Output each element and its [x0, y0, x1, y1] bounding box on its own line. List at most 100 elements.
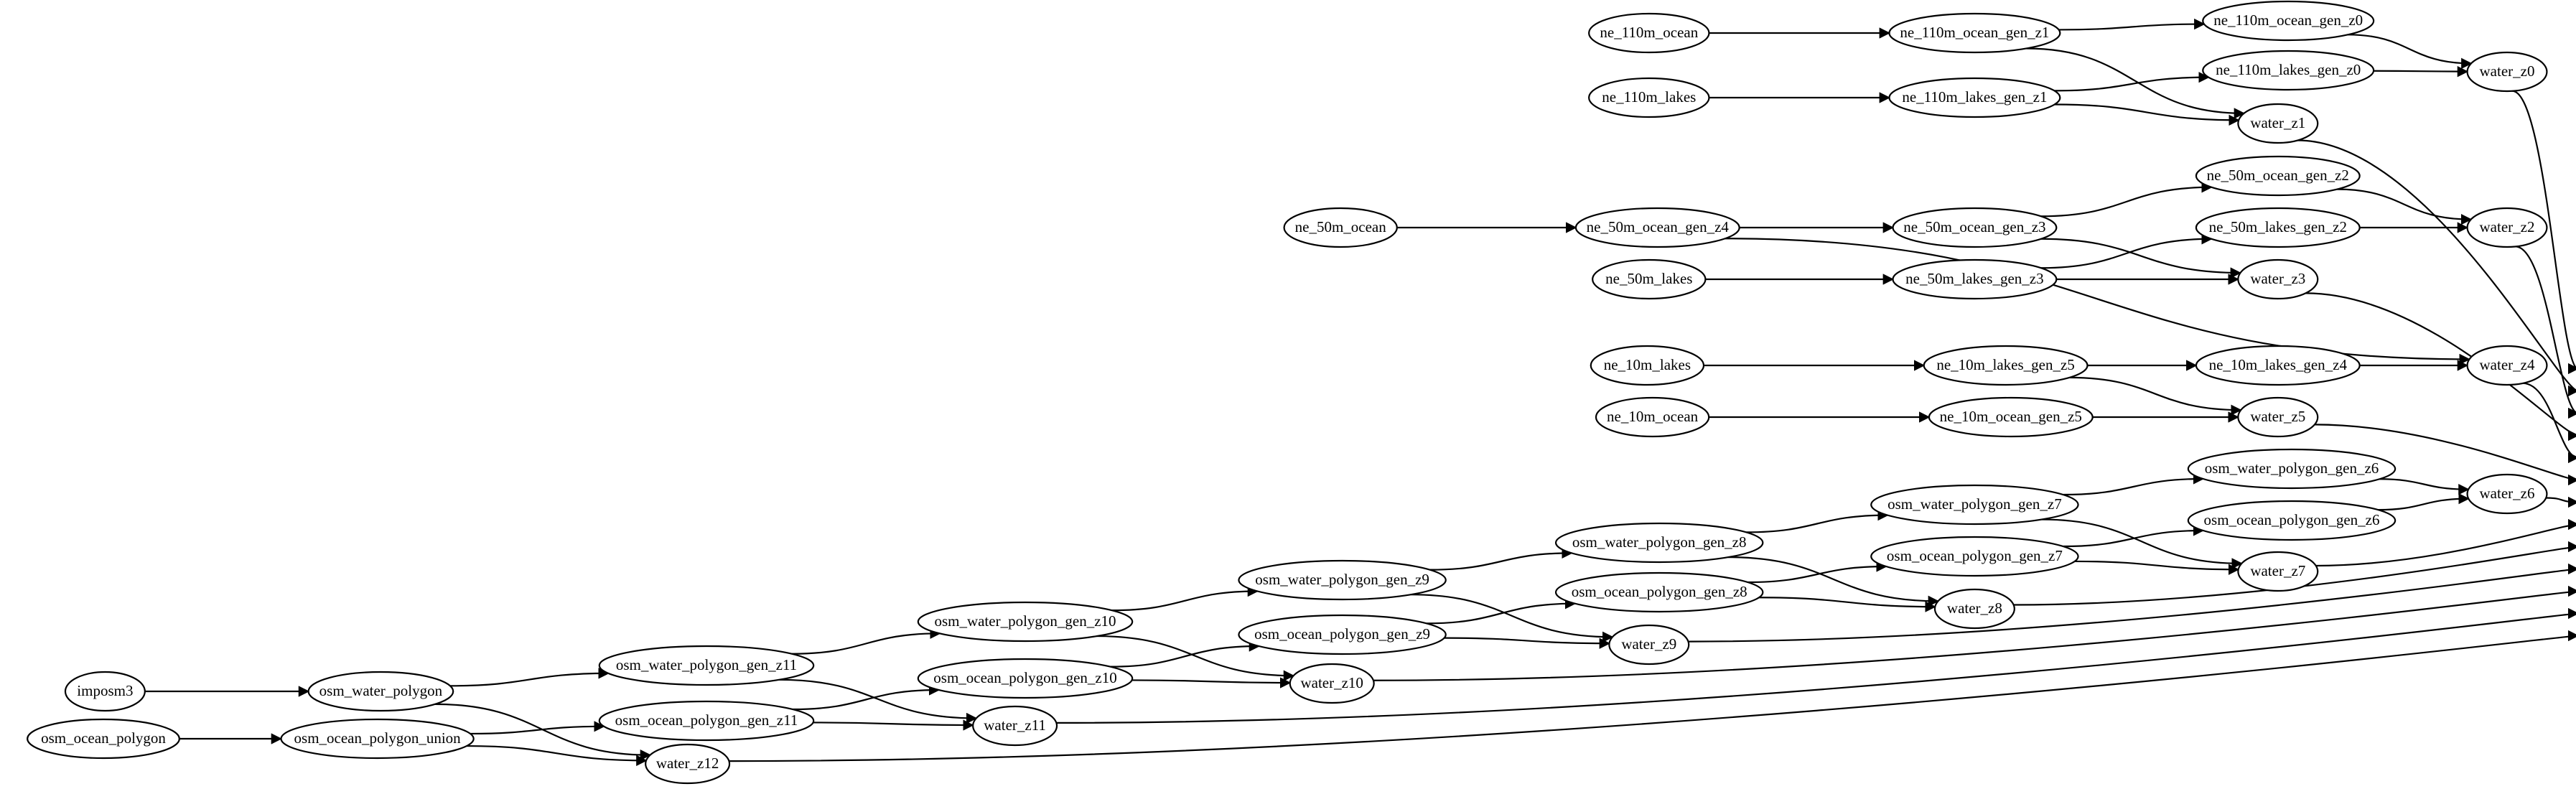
graph-node-osm_ocean_polygon_gen_z7[interactable]: osm_ocean_polygon_gen_z7	[1870, 536, 2079, 577]
graph-edge-water_z1-to-layer_water-z1	[2297, 139, 2576, 397]
graph-node-water_z2[interactable]: water_z2	[2466, 207, 2548, 248]
node-label-ne_50m_lakes_gen_z2: ne_50m_lakes_gen_z2	[2209, 218, 2347, 235]
node-label-osm_water_polygon_gen_z9: osm_water_polygon_gen_z9	[1255, 571, 1429, 588]
graph-node-water_z7[interactable]: water_z7	[2237, 551, 2319, 592]
graph-node-osm_water_polygon_gen_z11[interactable]: osm_water_polygon_gen_z11	[598, 645, 815, 686]
graph-node-water_z1[interactable]: water_z1	[2237, 103, 2319, 144]
graph-node-osm_water_polygon_gen_z7[interactable]: osm_water_polygon_gen_z7	[1870, 484, 2079, 526]
node-label-ne_110m_ocean_gen_z0: ne_110m_ocean_gen_z0	[2213, 11, 2363, 29]
node-ellipse-imposm3	[64, 671, 146, 712]
graph-edge-osm_ocean_polygon_gen_z9-to-water_z9	[1444, 637, 1611, 649]
graph-node-ne_10m_ocean[interactable]: ne_10m_ocean	[1595, 396, 1710, 438]
node-ellipse-osm_water_polygon	[307, 671, 454, 712]
graph-node-osm_water_polygon_gen_z10[interactable]: osm_water_polygon_gen_z10	[917, 601, 1134, 643]
node-label-osm_ocean_polygon_union: osm_ocean_polygon_union	[294, 729, 462, 747]
graph-edge-ne_50m_lakes_gen_z3-to-ne_50m_lakes_gen_z2	[2040, 233, 2213, 269]
graph-node-ne_10m_lakes[interactable]: ne_10m_lakes	[1590, 345, 1705, 386]
graph-edge-osm_ocean_polygon_gen_z6-to-water_z6	[2378, 492, 2470, 511]
graph-node-ne_110m_ocean_gen_z1[interactable]: ne_110m_ocean_gen_z1	[1888, 12, 2061, 54]
node-label-ne_50m_ocean_gen_z2: ne_50m_ocean_gen_z2	[2207, 167, 2349, 184]
graph-node-water_z3[interactable]: water_z3	[2237, 258, 2319, 300]
graph-node-ne_50m_ocean_gen_z2[interactable]: ne_50m_ocean_gen_z2	[2195, 155, 2361, 197]
graph-edge-osm_ocean_polygon_gen_z8-to-osm_ocean_polygon_gen_z7	[1747, 561, 1887, 584]
graph-node-water_z8[interactable]: water_z8	[1933, 588, 2015, 630]
graph-node-osm_water_polygon[interactable]: osm_water_polygon	[307, 671, 454, 712]
node-label-osm_ocean_polygon_gen_z7: osm_ocean_polygon_gen_z7	[1887, 547, 2063, 564]
graph-node-osm_ocean_polygon_union[interactable]: osm_ocean_polygon_union	[280, 718, 475, 760]
graph-node-water_z5[interactable]: water_z5	[2237, 396, 2319, 438]
node-label-water_z10: water_z10	[1300, 674, 1363, 691]
graph-node-ne_10m_lakes_gen_z4[interactable]: ne_10m_lakes_gen_z4	[2195, 345, 2361, 386]
graph-node-water_z4[interactable]: water_z4	[2466, 345, 2548, 386]
graph-node-water_z6[interactable]: water_z6	[2466, 473, 2548, 515]
node-label-water_z2: water_z2	[2480, 218, 2535, 235]
node-label-osm_water_polygon_gen_z6: osm_water_polygon_gen_z6	[2205, 459, 2379, 477]
graph-node-osm_water_polygon_gen_z8[interactable]: osm_water_polygon_gen_z8	[1554, 522, 1764, 564]
graph-edge-ne_10m_lakes_gen_z5-to-water_z5	[2069, 376, 2242, 416]
graph-edge-osm_ocean_polygon_gen_z10-to-osm_ocean_polygon_gen_z9	[1110, 640, 1261, 668]
node-label-osm_water_polygon_gen_z8: osm_water_polygon_gen_z8	[1572, 533, 1747, 551]
graph-edge-osm_ocean_polygon_gen_z7-to-water_z7	[2074, 560, 2240, 575]
graph-edge-water_z4-to-layer_water-z4	[2522, 382, 2576, 464]
graph-node-osm_ocean_polygon[interactable]: osm_ocean_polygon	[27, 718, 180, 760]
node-label-osm_water_polygon_gen_z10: osm_water_polygon_gen_z10	[934, 612, 1116, 630]
node-ellipse-water_z11	[972, 705, 1058, 747]
node-label-osm_ocean_polygon_gen_z8: osm_ocean_polygon_gen_z8	[1572, 583, 1747, 600]
graph-node-osm_water_polygon_gen_z6[interactable]: osm_water_polygon_gen_z6	[2187, 448, 2397, 490]
graph-node-osm_ocean_polygon_gen_z6[interactable]: osm_ocean_polygon_gen_z6	[2187, 500, 2397, 541]
node-ellipse-ne_10m_ocean_gen_z5	[1928, 396, 2094, 438]
node-label-osm_water_polygon_gen_z7: osm_water_polygon_gen_z7	[1887, 495, 2062, 513]
node-ellipse-water_z7	[2237, 551, 2319, 592]
graph-node-water_z10[interactable]: water_z10	[1289, 663, 1375, 704]
graph-node-osm_water_polygon_gen_z9[interactable]: osm_water_polygon_gen_z9	[1238, 559, 1447, 601]
node-label-ne_50m_lakes_gen_z3: ne_50m_lakes_gen_z3	[1905, 270, 2043, 287]
node-ellipse-osm_water_polygon_gen_z8	[1554, 522, 1764, 564]
graph-node-water_z0[interactable]: water_z0	[2466, 51, 2548, 93]
graph-node-osm_ocean_polygon_gen_z8[interactable]: osm_ocean_polygon_gen_z8	[1554, 571, 1764, 613]
graph-edge-osm_water_polygon_gen_z9-to-water_z9	[1411, 594, 1614, 643]
graph-edge-water_z6-to-layer_water-z6	[2546, 496, 2576, 508]
node-label-water_z6: water_z6	[2480, 485, 2535, 502]
graph-node-ne_50m_lakes[interactable]: ne_50m_lakes	[1592, 258, 1707, 300]
graph-node-ne_110m_lakes[interactable]: ne_110m_lakes	[1588, 77, 1710, 118]
graph-node-ne_50m_lakes_gen_z2[interactable]: ne_50m_lakes_gen_z2	[2195, 207, 2361, 248]
node-label-ne_10m_lakes_gen_z4: ne_10m_lakes_gen_z4	[2209, 356, 2348, 373]
node-label-water_z0: water_z0	[2480, 62, 2535, 80]
graph-edge-water_z12-to-layer_water-z12+	[729, 630, 2576, 762]
graph-node-ne_10m_ocean_gen_z5[interactable]: ne_10m_ocean_gen_z5	[1928, 396, 2094, 438]
graph-edge-osm_water_polygon_gen_z8-to-water_z8	[1728, 556, 1940, 607]
graph-node-osm_ocean_polygon_gen_z9[interactable]: osm_ocean_polygon_gen_z9	[1238, 614, 1447, 655]
node-ellipse-ne_50m_ocean_gen_z3	[1892, 207, 2058, 248]
graph-node-ne_50m_lakes_gen_z3[interactable]: ne_50m_lakes_gen_z3	[1892, 258, 2058, 300]
node-label-ne_110m_lakes_gen_z1: ne_110m_lakes_gen_z1	[1902, 88, 2047, 106]
graph-node-imposm3[interactable]: imposm3	[64, 671, 146, 712]
graph-node-ne_110m_ocean[interactable]: ne_110m_ocean	[1588, 12, 1710, 54]
node-label-ne_110m_lakes_gen_z0: ne_110m_lakes_gen_z0	[2216, 61, 2361, 78]
graph-node-osm_ocean_polygon_gen_z11[interactable]: osm_ocean_polygon_gen_z11	[598, 700, 815, 742]
graph-node-water_z12[interactable]: water_z12	[645, 743, 731, 785]
graph-edge-water_z10-to-layer_water-z10	[1373, 585, 2576, 681]
graph-node-water_z11[interactable]: water_z11	[972, 705, 1058, 747]
node-label-ne_50m_lakes: ne_50m_lakes	[1605, 270, 1692, 287]
graph-node-ne_50m_ocean[interactable]: ne_50m_ocean	[1283, 207, 1398, 248]
node-ellipse-ne_110m_ocean	[1588, 12, 1710, 54]
node-label-water_z7: water_z7	[2250, 562, 2305, 579]
graph-node-ne_110m_lakes_gen_z0[interactable]: ne_110m_lakes_gen_z0	[2202, 50, 2375, 91]
graph-node-water_z9[interactable]: water_z9	[1608, 624, 1690, 666]
graph-node-ne_110m_lakes_gen_z1[interactable]: ne_110m_lakes_gen_z1	[1888, 77, 2061, 118]
node-label-osm_water_polygon_gen_z11: osm_water_polygon_gen_z11	[616, 656, 797, 673]
node-ellipse-osm_water_polygon_gen_z7	[1870, 484, 2079, 526]
graph-node-ne_50m_ocean_gen_z3[interactable]: ne_50m_ocean_gen_z3	[1892, 207, 2058, 248]
graph-edge-ne_50m_ocean_gen_z4-to-water_z4	[1725, 238, 2470, 365]
graph-node-ne_50m_ocean_gen_z4[interactable]: ne_50m_ocean_gen_z4	[1574, 207, 1740, 248]
graph-edge-osm_water_polygon_gen_z7-to-water_z7	[2041, 518, 2243, 569]
graph-edge-osm_water_polygon_gen_z8-to-osm_water_polygon_gen_z7	[1746, 509, 1889, 533]
graph-node-osm_ocean_polygon_gen_z10[interactable]: osm_ocean_polygon_gen_z10	[917, 658, 1134, 699]
graph-edge-osm_ocean_polygon_gen_z8-to-water_z8	[1759, 597, 1936, 612]
node-label-ne_10m_ocean_gen_z5: ne_10m_ocean_gen_z5	[1940, 408, 2082, 425]
node-label-water_z5: water_z5	[2250, 408, 2305, 425]
graph-node-ne_10m_lakes_gen_z5[interactable]: ne_10m_lakes_gen_z5	[1923, 345, 2089, 386]
graph-node-ne_110m_ocean_gen_z0[interactable]: ne_110m_ocean_gen_z0	[2202, 0, 2375, 42]
graph-edge-water_z5-to-layer_water-z5	[2314, 424, 2576, 486]
graph-edge-osm_ocean_polygon_gen_z7-to-osm_ocean_polygon_gen_z6	[2063, 525, 2205, 548]
